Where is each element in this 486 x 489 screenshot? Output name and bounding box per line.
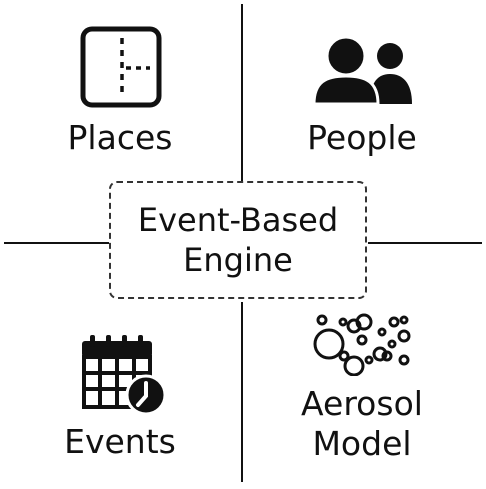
floor-plan-icon (80, 26, 162, 108)
divider-horizontal-left (4, 242, 109, 244)
particles-icon (313, 313, 411, 376)
engine-title-line2: Engine (183, 241, 293, 279)
engine-title: Event-Based Engine (123, 200, 353, 280)
events-label: Events (64, 422, 176, 461)
aerosol-model-label: Aerosol Model (262, 384, 462, 464)
divider-horizontal-right (368, 242, 482, 244)
divider-vertical-top (241, 4, 243, 182)
aerosol-label-line1: Aerosol (301, 384, 423, 423)
engine-title-line1: Event-Based (137, 201, 339, 239)
places-label: Places (67, 118, 173, 157)
people-label: People (307, 118, 417, 157)
people-icon (312, 36, 412, 104)
event-based-engine-box: Event-Based Engine (109, 181, 367, 299)
aerosol-label-line2: Model (312, 424, 412, 463)
divider-vertical-bottom (241, 302, 243, 482)
calendar-clock-icon (82, 335, 166, 415)
